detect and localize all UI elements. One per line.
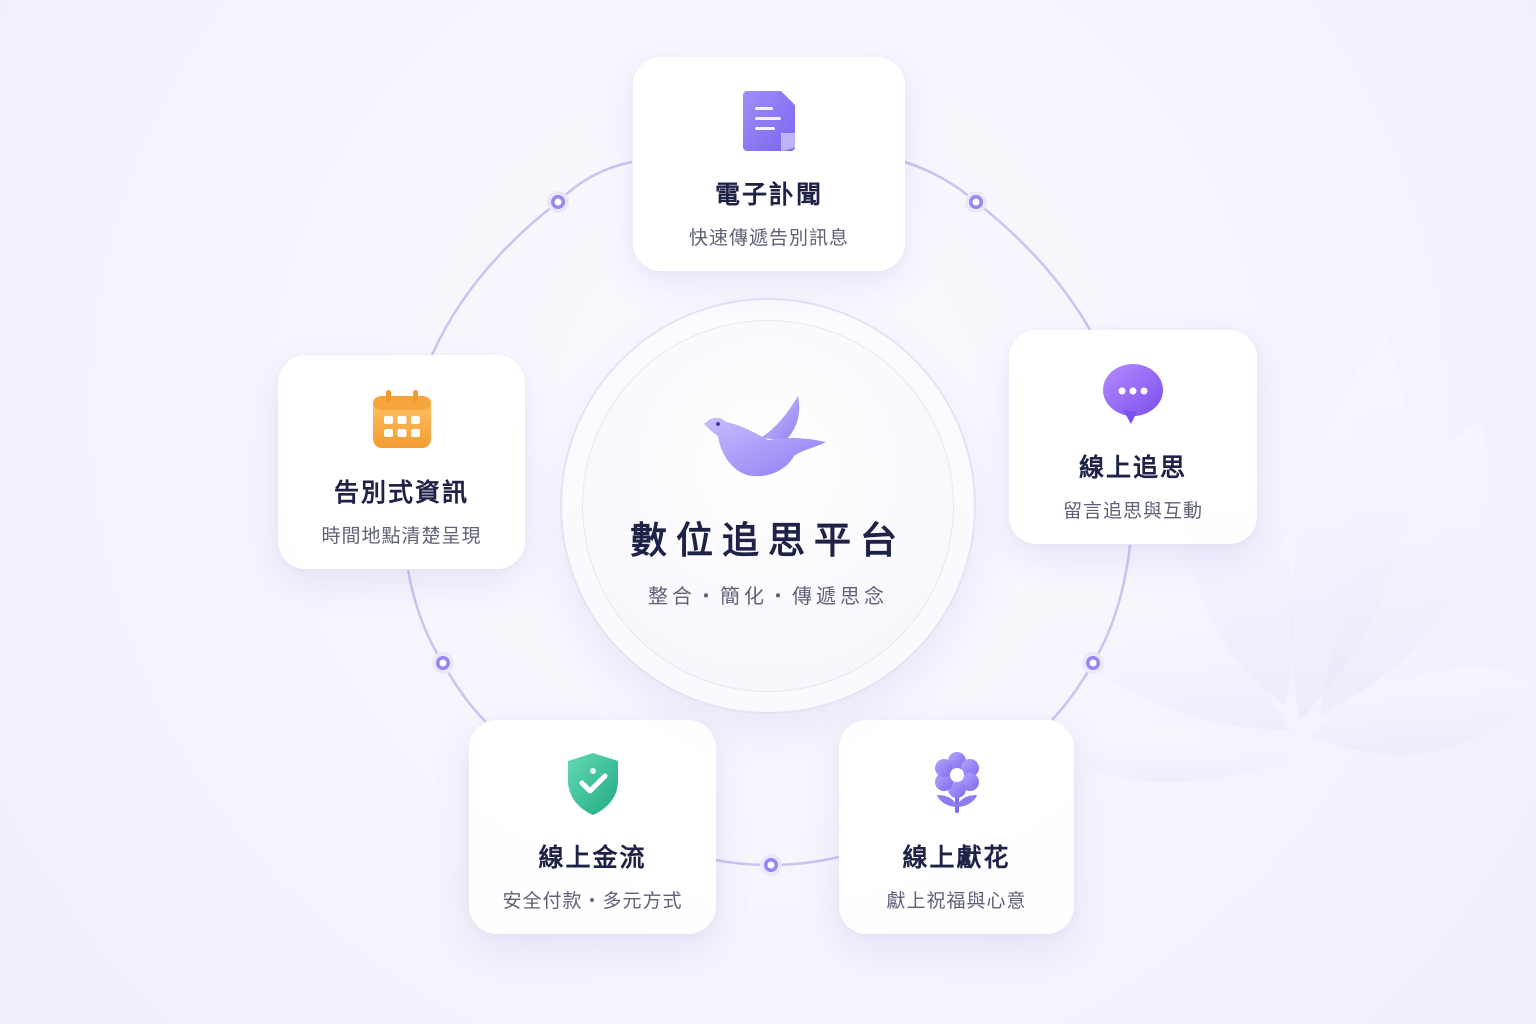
orbit-node	[760, 854, 782, 876]
orbit-line	[1051, 662, 1095, 721]
center-hub: 數位追思平台 整合・簡化・傳遞思念	[582, 320, 954, 692]
orbit-line	[441, 662, 487, 723]
chat-bubble-icon	[1099, 360, 1167, 428]
orbit-line	[975, 201, 1092, 331]
feature-card-memorial[interactable]: 線上追思 留言追思與互動	[1009, 330, 1257, 544]
feature-card-obituary[interactable]: 電子訃聞 快速傳遞告別訊息	[633, 57, 905, 271]
orbit-line	[715, 855, 840, 867]
orbit-line	[557, 160, 633, 203]
orbit-line	[406, 569, 445, 664]
orbit-line	[904, 160, 977, 203]
feature-card-payment[interactable]: 線上金流 安全付款・多元方式	[469, 720, 716, 934]
orbit-line	[430, 201, 559, 356]
feature-subtitle: 時間地點清楚呈現	[321, 525, 482, 547]
dove-icon	[704, 396, 826, 477]
orbit-node	[547, 191, 569, 213]
feature-subtitle: 快速傳遞告別訊息	[688, 227, 849, 249]
orbit-node	[965, 191, 987, 213]
feature-title: 線上獻花	[902, 843, 1011, 872]
feature-subtitle: 留言追思與互動	[1062, 500, 1203, 522]
shield-check-icon	[559, 750, 627, 818]
feature-subtitle: 獻上祝福與心意	[886, 890, 1027, 912]
feature-subtitle: 安全付款・多元方式	[502, 890, 683, 912]
feature-card-flower-offering[interactable]: 線上獻花 獻上祝福與心意	[839, 720, 1074, 934]
flower-icon	[923, 750, 991, 818]
calendar-icon	[368, 385, 436, 453]
orbit-line	[1091, 544, 1132, 664]
feature-title: 告別式資訊	[333, 478, 469, 507]
feature-title: 電子訃聞	[714, 180, 823, 209]
orbit-node	[432, 652, 454, 674]
document-icon	[735, 87, 803, 155]
feature-title: 線上金流	[538, 843, 647, 872]
feature-title: 線上追思	[1078, 453, 1187, 482]
center-subtitle: 整合・簡化・傳遞思念	[648, 584, 888, 608]
feature-card-funeral-info[interactable]: 告別式資訊 時間地點清楚呈現	[278, 355, 525, 569]
orbit-node	[1082, 652, 1104, 674]
center-title: 數位追思平台	[630, 519, 906, 562]
